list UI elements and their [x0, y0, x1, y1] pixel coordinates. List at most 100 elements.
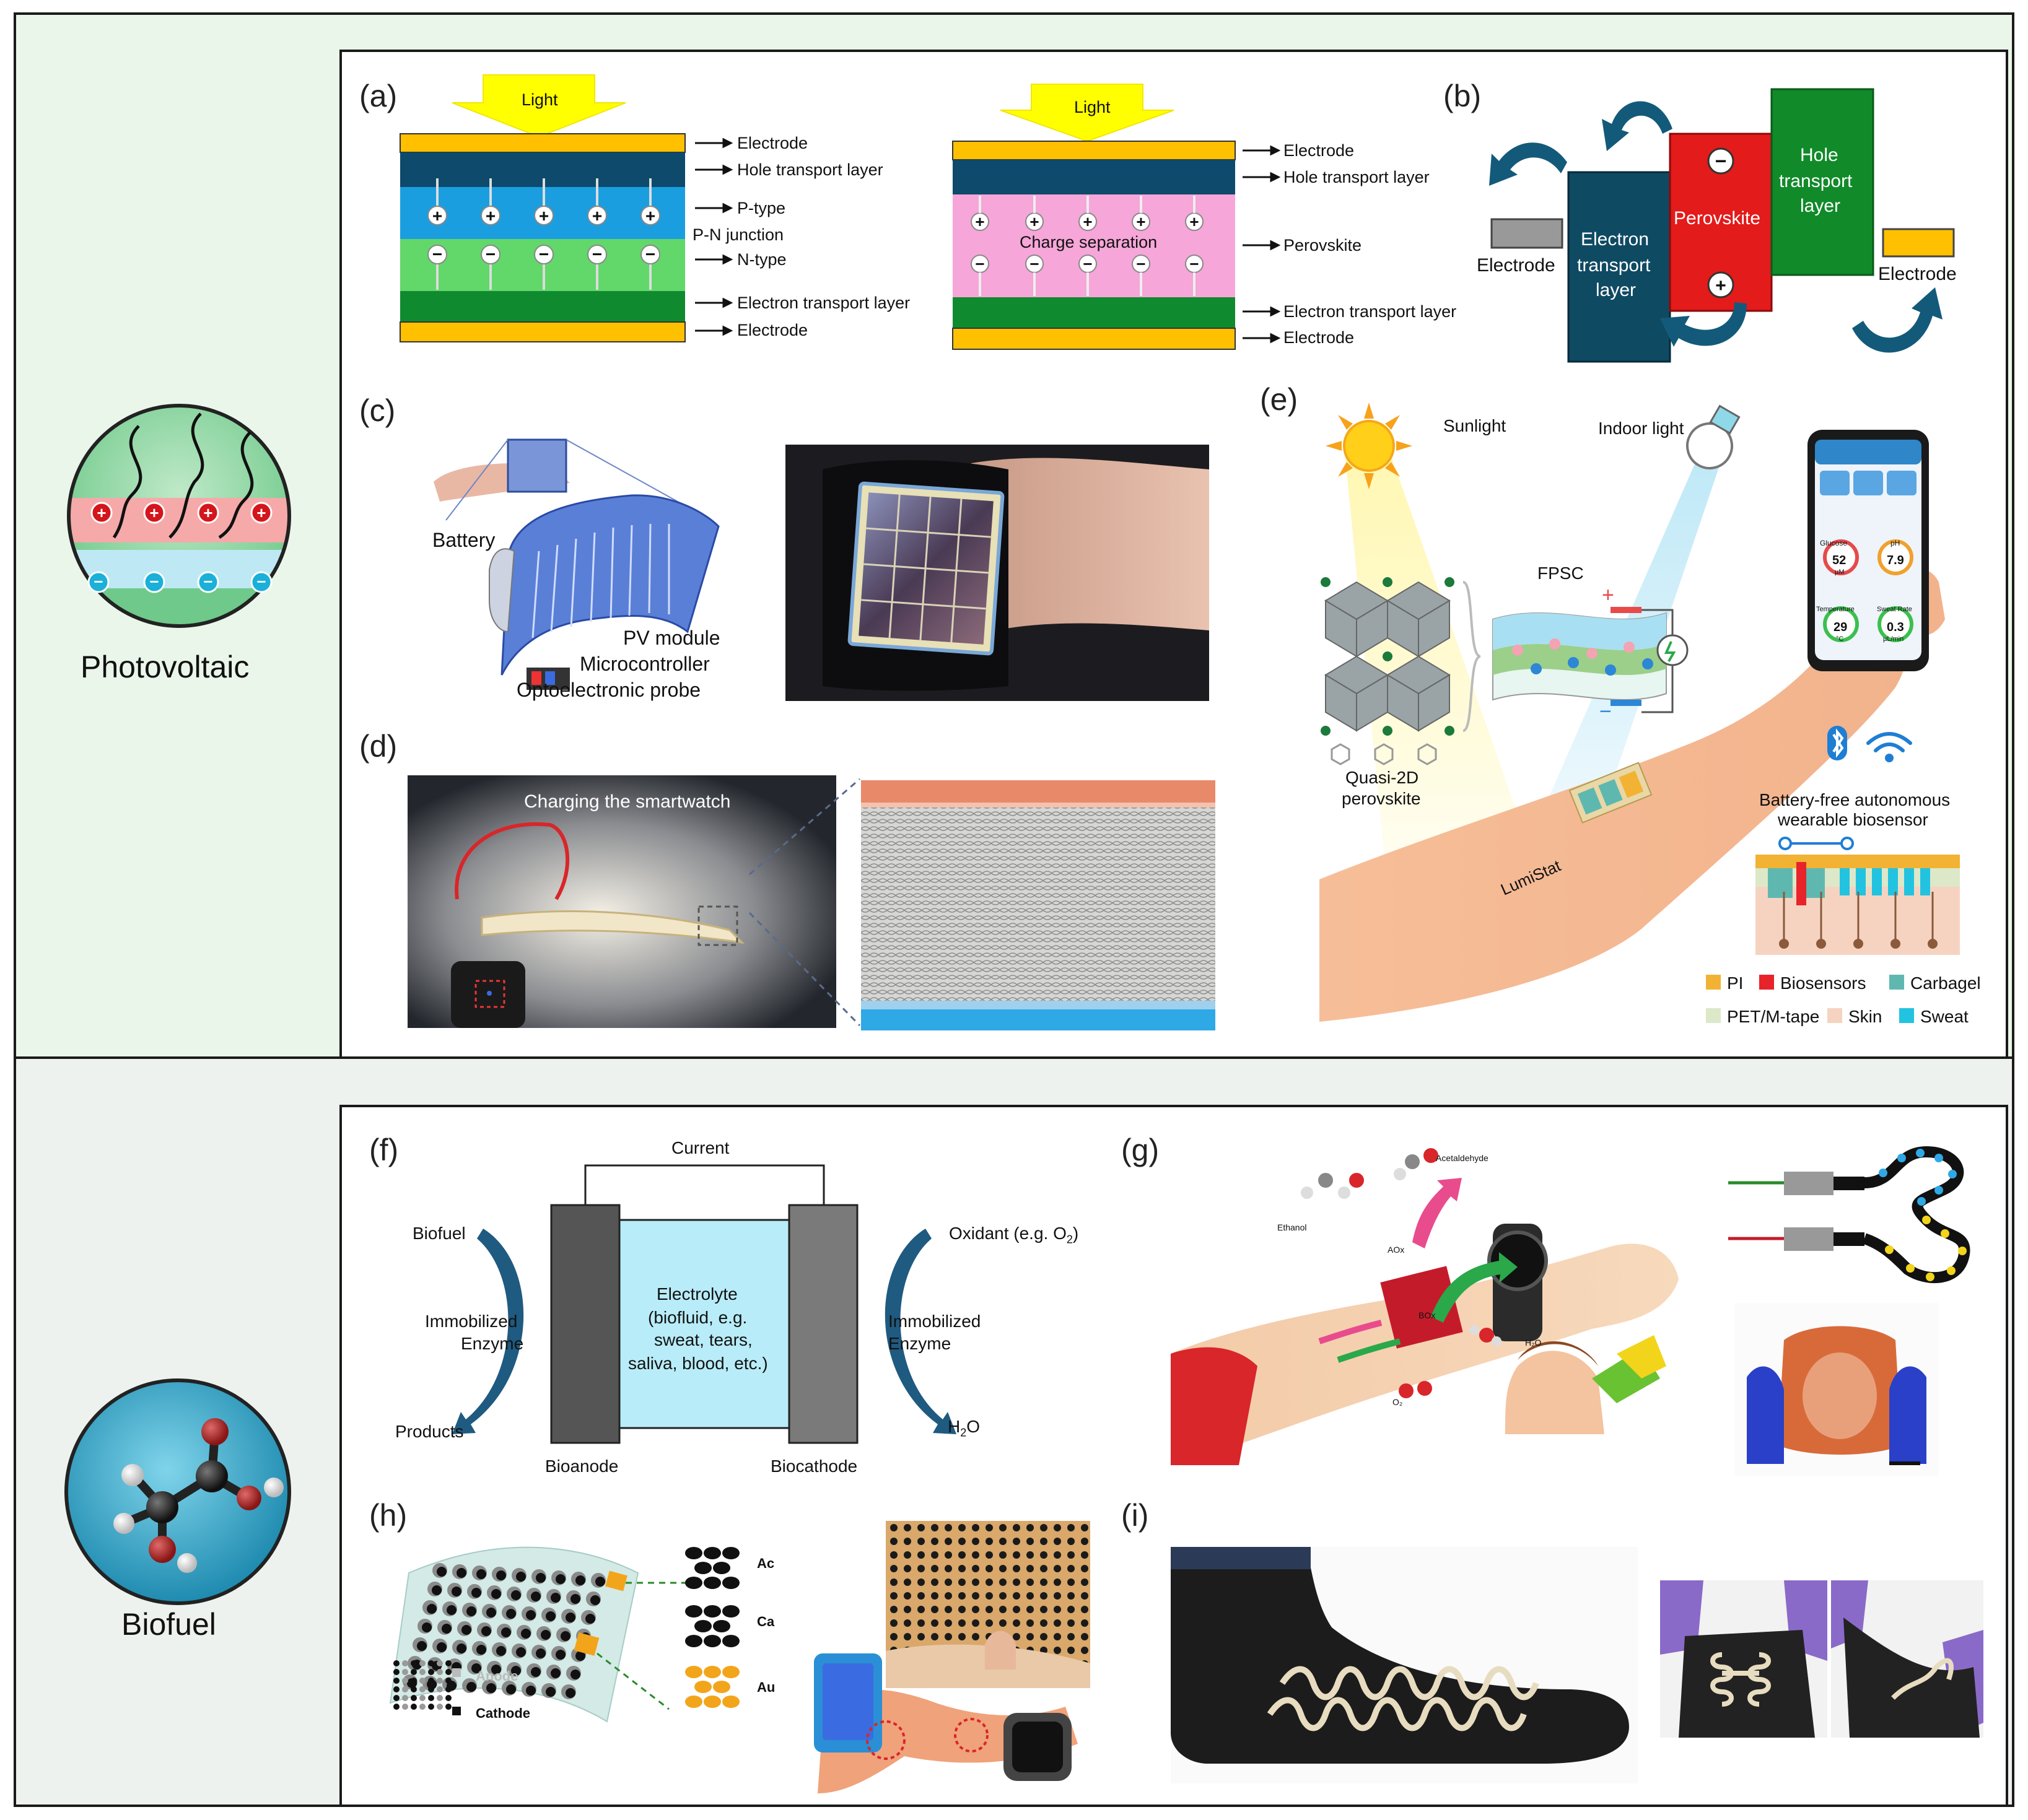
array-electrode-core [422, 1622, 432, 1632]
lumistat-illustration: +− [1319, 403, 1960, 1022]
svg-text:−: − [1189, 255, 1199, 273]
light-label-left: Light [522, 90, 558, 109]
a-left-electrode-top: Electrode [737, 134, 808, 152]
svg-text:−: − [94, 572, 103, 591]
small-array-dot [445, 1678, 452, 1684]
e-glucose-unit: µM [1835, 568, 1845, 576]
e-fpsc: FPSC [1537, 564, 1584, 583]
e-glucose-label: Glucose [1820, 539, 1848, 547]
small-array-dot [411, 1704, 417, 1710]
svg-text:−: − [256, 572, 266, 591]
array-electrode-core [595, 1577, 605, 1587]
panel-label-a: (a) [359, 79, 398, 113]
b-etl-2: transport [1577, 255, 1651, 276]
small-array-dot [445, 1695, 452, 1701]
h-anode: Anode [476, 1668, 518, 1684]
small-array-dot [428, 1704, 434, 1710]
f-imm-left-2: Enzyme [461, 1334, 524, 1353]
small-array-dot [437, 1704, 443, 1710]
array-electrode-core [536, 1648, 546, 1658]
a-right-electrode-top: Electrode [1283, 141, 1355, 160]
legend-pi: PI [1727, 973, 1744, 993]
small-array-dot [402, 1669, 408, 1675]
b-etl-3: layer [1596, 280, 1637, 300]
svg-text:−: − [1083, 255, 1092, 273]
e-temp-value: 29 [1834, 620, 1848, 634]
e-indoor-light: Indoor light [1598, 419, 1684, 438]
array-electrode-core [506, 1609, 516, 1619]
photovoltaic-title: Photovoltaic [81, 650, 250, 684]
legend-biosensors: Biosensors [1780, 973, 1866, 993]
e-ph-label: pH [1890, 539, 1900, 547]
light-label-right: Light [1074, 98, 1111, 116]
small-array-dot [437, 1678, 443, 1684]
b-perovskite: Perovskite [1674, 208, 1761, 229]
textile-closeup-photo [861, 780, 1215, 1030]
flexible-electrode-photo [1734, 1303, 1939, 1476]
array-electrode-core [471, 1663, 481, 1673]
svg-text:+: + [1602, 583, 1614, 607]
f-electrolyte-1: Electrolyte [657, 1284, 738, 1304]
svg-text:−: − [486, 245, 496, 264]
armband-biofuel-photo [814, 1521, 1090, 1793]
svg-text:+: + [592, 206, 602, 225]
array-electrode-core [531, 1667, 541, 1677]
small-array-dot [445, 1660, 452, 1666]
f-biocathode: Biocathode [771, 1456, 858, 1476]
array-electrode-core [432, 1585, 442, 1595]
small-array-dot [402, 1686, 408, 1692]
array-electrode-core [491, 1589, 501, 1599]
g-box: BOx [1418, 1310, 1436, 1320]
e-temp-unit: °C [1836, 635, 1844, 643]
d-charging-caption: Charging the smartwatch [524, 791, 731, 812]
f-bioanode: Bioanode [545, 1456, 619, 1476]
f-imm-right-2: Enzyme [888, 1334, 951, 1353]
array-electrode-core [511, 1666, 521, 1676]
f-electrolyte-2: (biofluid, e.g. [648, 1308, 748, 1327]
small-array-dot [419, 1660, 426, 1666]
array-electrode-core [575, 1651, 585, 1661]
legend-swatch-biosensors [1759, 975, 1774, 990]
f-imm-left-1: Immobilized [425, 1312, 518, 1331]
array-electrode-core [447, 1605, 457, 1615]
array-electrode-core [521, 1629, 531, 1639]
array-electrode-core [526, 1686, 536, 1696]
sock-biofuel-photo [1171, 1547, 1638, 1783]
energy-band-diagram: − + [1489, 88, 1955, 363]
array-electrode-core [536, 1573, 546, 1583]
small-array-dot [419, 1669, 426, 1675]
small-array-dot [437, 1695, 443, 1701]
array-electrode-core [531, 1591, 541, 1601]
array-electrode-core [506, 1684, 516, 1694]
small-array-dot [437, 1686, 443, 1692]
biofuel-array-schematic [389, 1546, 740, 1723]
small-array-dot [402, 1695, 408, 1701]
legend-swatch-sweat [1899, 1008, 1914, 1023]
e-sweat-unit: µL/min [1883, 635, 1904, 643]
small-array-dot [445, 1704, 452, 1710]
svg-text:−: − [1029, 255, 1039, 273]
biofuel-cell-diagram [452, 1164, 956, 1444]
e-quasi-2: perovskite [1342, 789, 1421, 808]
small-array-dot [393, 1695, 400, 1701]
biofuel-molecule-icon [64, 1378, 291, 1605]
f-h2o: H2O [948, 1417, 981, 1439]
svg-text:+: + [1029, 212, 1039, 231]
e-ph-value: 7.9 [1887, 554, 1904, 567]
array-electrode-core [546, 1611, 556, 1621]
svg-text:−: − [592, 245, 602, 264]
panel-label-b: (b) [1443, 79, 1482, 113]
stretch-test-photo-2 [1831, 1580, 1983, 1738]
array-electrode-core [590, 1595, 600, 1605]
svg-text:−: − [539, 245, 549, 264]
small-array-dot [411, 1669, 417, 1675]
photovoltaic-icon: ++++ −−−− [67, 404, 291, 628]
a-left-etl: Electron transport layer [737, 294, 911, 312]
c-optoelectronic-probe-label: Optoelectronic probe [517, 679, 701, 701]
svg-text:−: − [975, 255, 984, 273]
b-electrode-right: Electrode [1878, 264, 1957, 284]
array-electrode-core [570, 1670, 580, 1679]
svg-text:+: + [1715, 276, 1726, 296]
g-o2: O₂ [1392, 1397, 1403, 1407]
legend-swatch-skin [1827, 1008, 1842, 1023]
